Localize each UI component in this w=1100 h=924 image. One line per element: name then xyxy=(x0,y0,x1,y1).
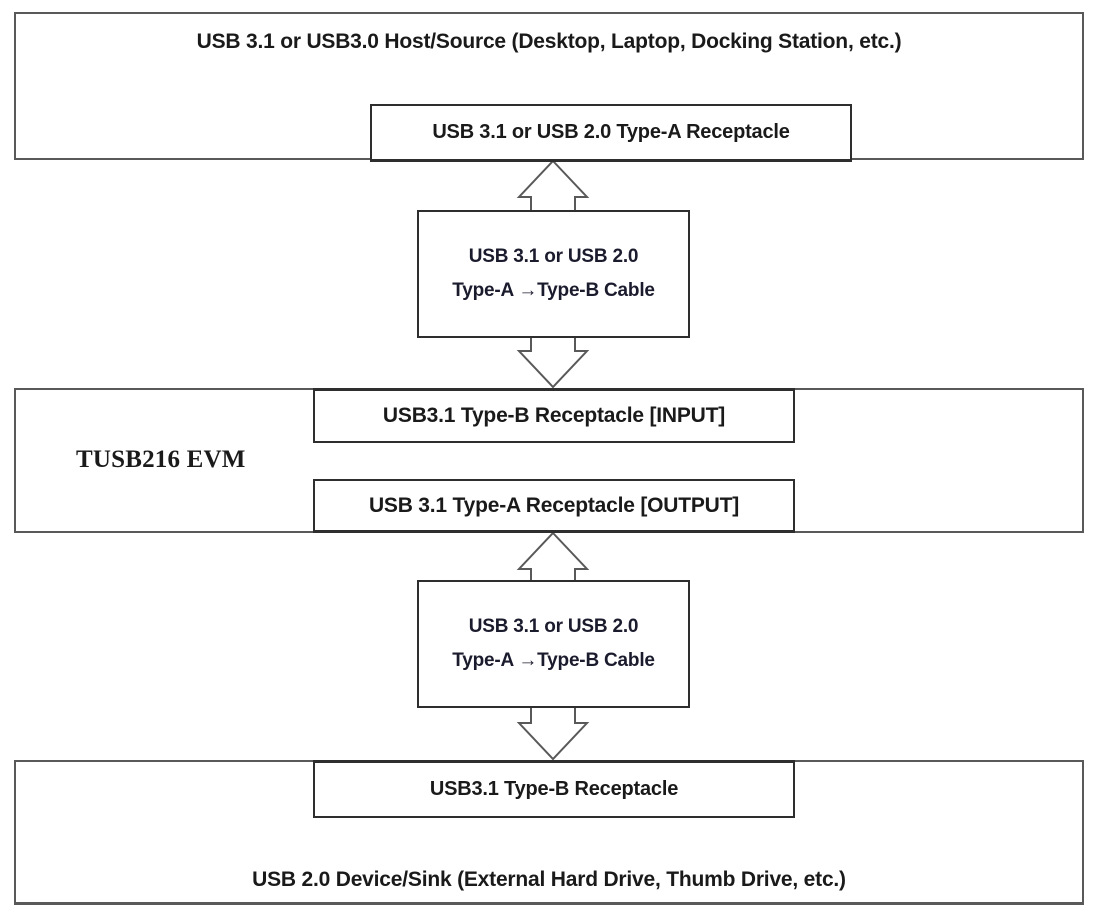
device-sink-title: USB 2.0 Device/Sink (External Hard Drive… xyxy=(252,868,846,891)
host-type-a-receptacle-label: USB 3.1 or USB 2.0 Type-A Receptacle xyxy=(432,121,790,143)
cable-bottom-line1: USB 3.1 or USB 2.0 xyxy=(468,616,639,637)
cable-box-top: USB 3.1 or USB 2.0 Type-A →Type-B Cable xyxy=(417,210,690,338)
cable-bottom-line2: Type-A →Type-B Cable xyxy=(452,650,655,671)
evm-output-receptacle-label: USB 3.1 Type-A Receptacle [OUTPUT] xyxy=(368,493,740,517)
device-type-b-receptacle-label: USB3.1 Type-B Receptacle xyxy=(429,778,679,800)
host-type-a-receptacle-box: USB 3.1 or USB 2.0 Type-A Receptacle xyxy=(370,104,852,162)
evm-input-receptacle-box: USB3.1 Type-B Receptacle [INPUT] xyxy=(313,388,795,443)
cable-box-bottom: USB 3.1 or USB 2.0 Type-A →Type-B Cable xyxy=(417,580,690,708)
device-type-b-receptacle-box: USB3.1 Type-B Receptacle xyxy=(313,760,795,818)
tusb216-evm-label: TUSB216 EVM xyxy=(76,446,246,473)
evm-input-receptacle-label: USB3.1 Type-B Receptacle [INPUT] xyxy=(382,404,726,427)
host-source-title: USB 3.1 or USB3.0 Host/Source (Desktop, … xyxy=(196,30,902,53)
cable-top-line2: Type-A →Type-B Cable xyxy=(452,280,655,301)
evm-output-receptacle-box: USB 3.1 Type-A Receptacle [OUTPUT] xyxy=(313,479,795,533)
cable-top-line1: USB 3.1 or USB 2.0 xyxy=(468,246,639,267)
